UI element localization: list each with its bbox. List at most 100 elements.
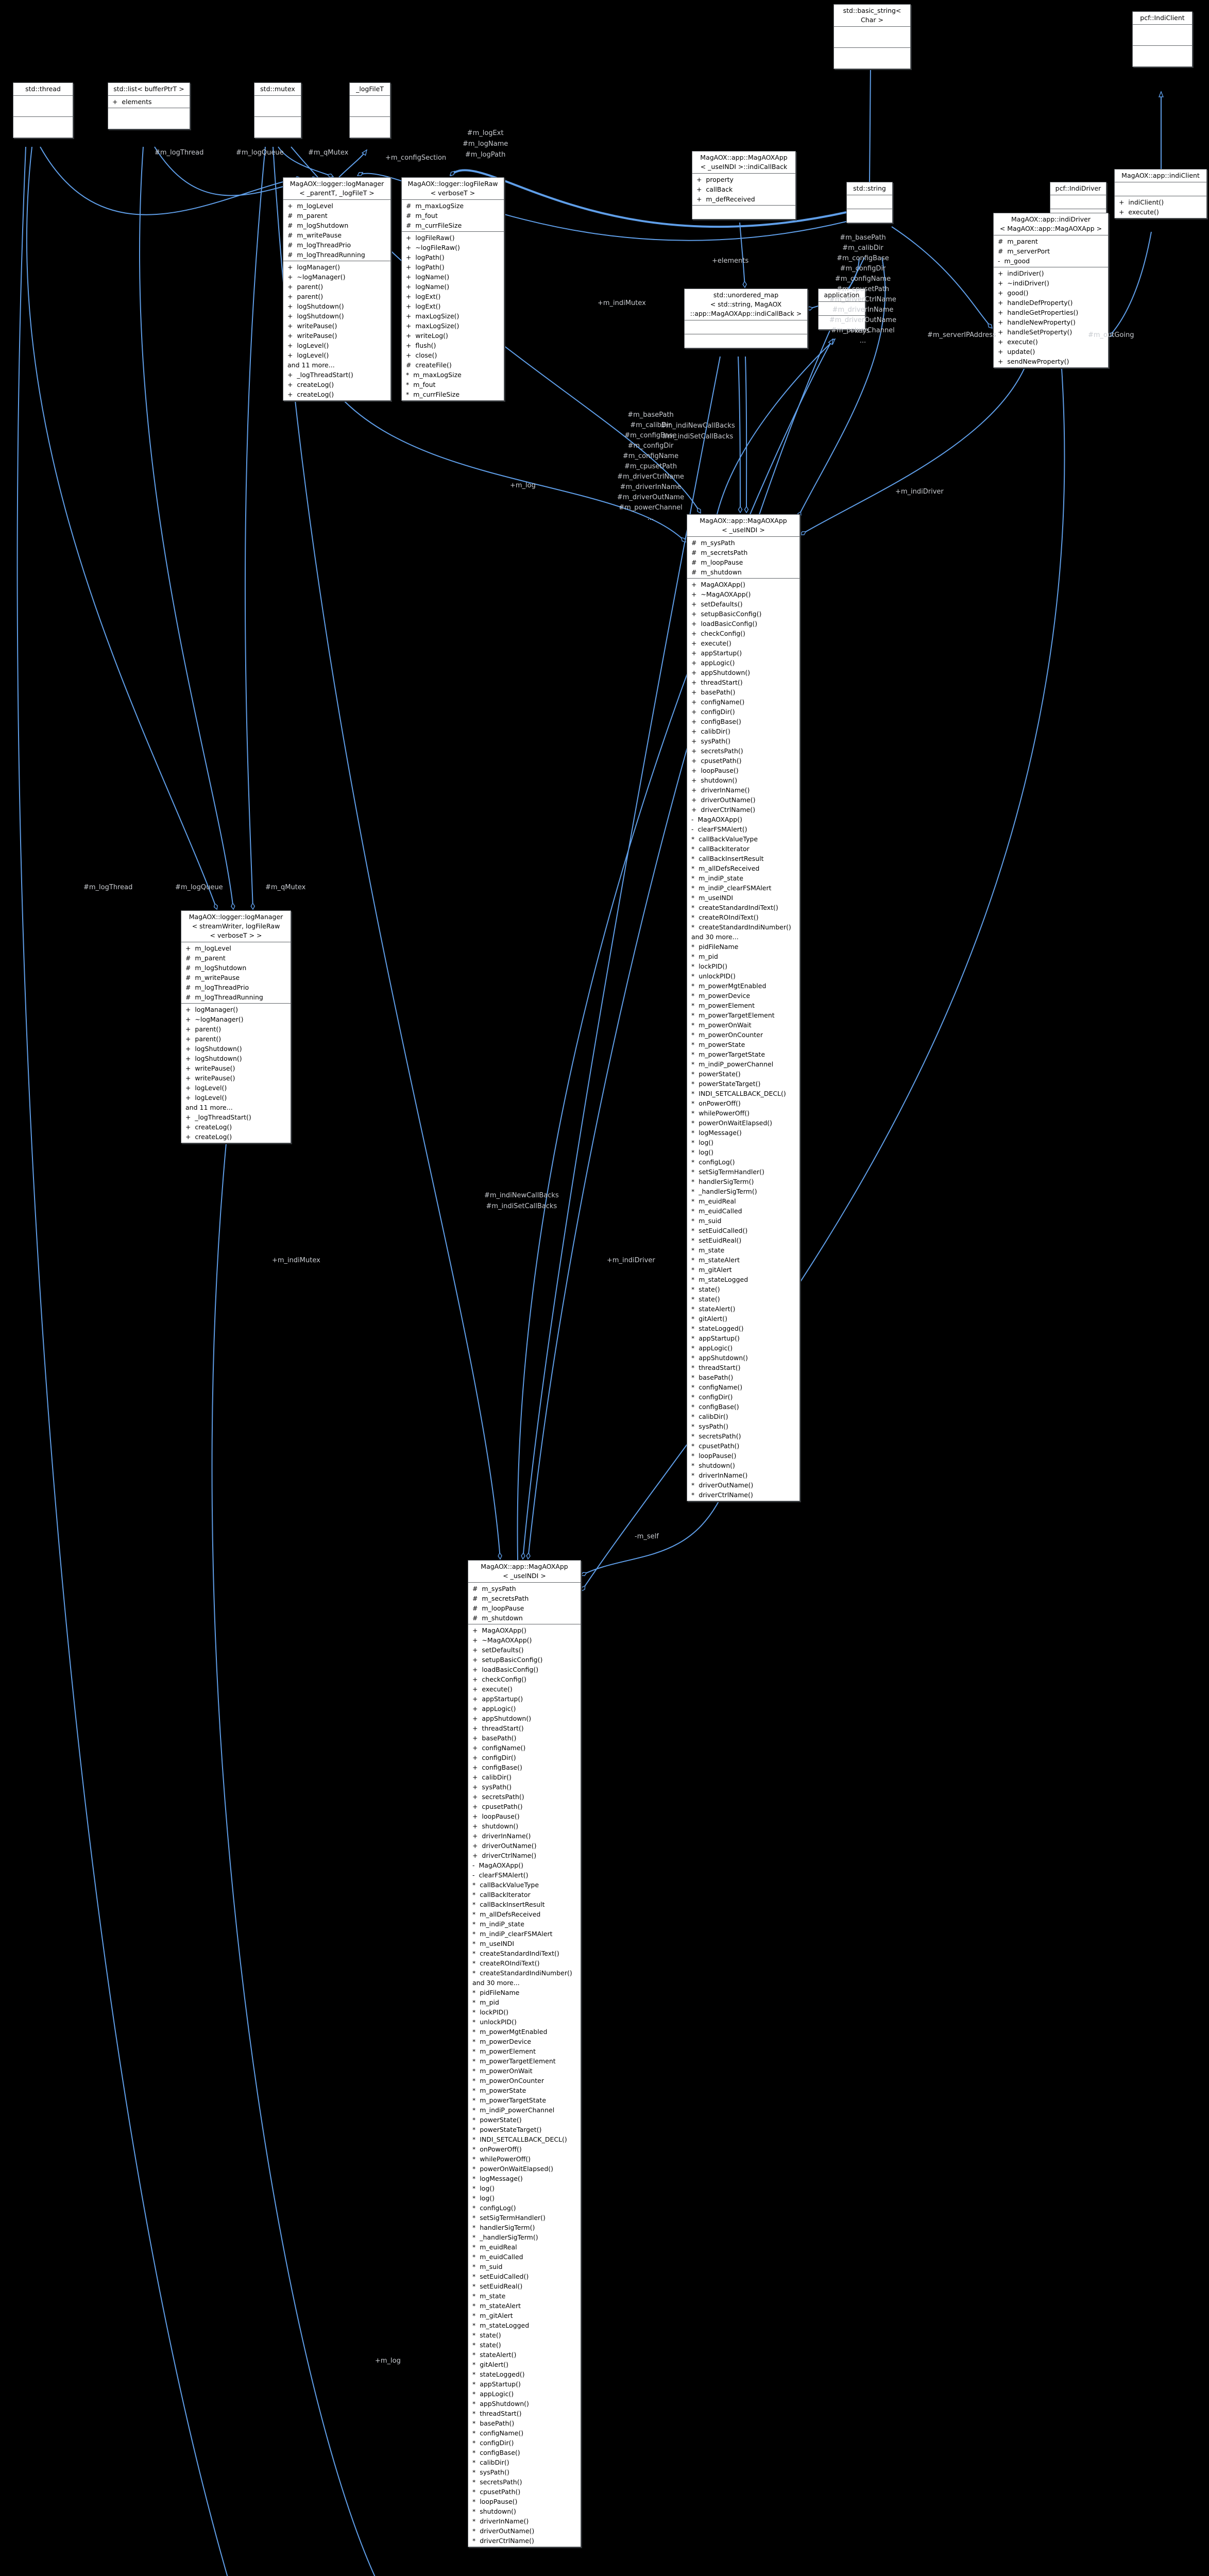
member-row: * callBackIterator — [691, 845, 750, 853]
edge-label-m-qmutex: #m_qMutex — [308, 149, 349, 157]
member-row: + loopPause() — [472, 1812, 520, 1820]
member-row: * appStartup() — [691, 1334, 740, 1342]
member-row: * m_allDefsReceived — [691, 865, 760, 872]
class-title: _logFileT — [356, 85, 384, 93]
edge-label-m-self: -m_self — [635, 1533, 659, 1540]
member-row: + execute() — [1119, 208, 1159, 216]
class-magaoxapp-base[interactable]: MagAOX::app::MagAOXApp < _useINDI > # m_… — [468, 1560, 581, 2547]
member-row: * cpusetPath() — [472, 2488, 521, 2496]
methods-section: + indiClient() + execute() — [1115, 196, 1206, 218]
member-row: * m_indiP_clearFSMAlert — [691, 884, 772, 892]
member-row: + sysPath() — [472, 1783, 512, 1791]
edge-label-m-log-2: +m_log — [375, 2357, 401, 2365]
member-row: * driverOutName() — [691, 1481, 754, 1489]
member-row: * appShutdown() — [691, 1354, 748, 1362]
member-row: + createLog() — [287, 381, 334, 388]
member-row: * m_powerElement — [691, 1002, 755, 1009]
member-row: * powerOnWaitElapsed() — [472, 2165, 554, 2173]
member-row: * appStartup() — [472, 2380, 521, 2388]
member-row: * configName() — [691, 1383, 743, 1391]
member-row: * configName() — [472, 2429, 524, 2437]
member-row: * m_stateAlert — [691, 1256, 740, 1264]
class-std-string[interactable]: std::string — [846, 182, 893, 223]
class-logfilet[interactable]: _logFileT — [349, 82, 390, 138]
attrs-section — [847, 195, 892, 209]
class-std-basic-string[interactable]: std::basic_string< Char > — [833, 4, 911, 69]
member-row: * configLog() — [691, 1158, 735, 1166]
member-row: + logShutdown() — [185, 1055, 242, 1062]
member-row: - m_good — [998, 257, 1030, 265]
member-row: * lockPID() — [472, 2008, 509, 2016]
class-std-mutex[interactable]: std::mutex — [254, 82, 301, 138]
member-row: * m_powerOnWait — [691, 1021, 752, 1029]
member-row: + indiClient() — [1119, 198, 1164, 206]
member-row: + appShutdown() — [691, 669, 751, 676]
member-row: + logManager() — [185, 1006, 239, 1013]
member-row: - clearFSMAlert() — [691, 825, 747, 833]
class-title: MagAOX::app::indiClient — [1121, 172, 1200, 179]
member-row: + close() — [406, 351, 437, 359]
member-row: # m_sysPath — [472, 1585, 516, 1592]
member-row: * setEuidReal() — [472, 2282, 523, 2290]
class-pcf-indiclient[interactable]: pcf::IndiClient — [1132, 11, 1193, 67]
member-row: + loadBasicConfig() — [691, 620, 758, 628]
member-row: * m_powerState — [472, 2087, 526, 2094]
member-row: + logShutdown() — [287, 302, 344, 310]
class-indidriver[interactable]: MagAOX::app::indiDriver < MagAOX::app::M… — [993, 213, 1109, 368]
member-row: + appLogic() — [472, 1705, 516, 1713]
member-row: * configDir() — [691, 1393, 733, 1401]
member-row: - MagAOXApp() — [472, 1861, 523, 1869]
member-row: + checkConfig() — [691, 630, 745, 637]
class-app-indiclient[interactable]: MagAOX::app::indiClient + indiClient()+ … — [1114, 169, 1207, 218]
member-row: + ~MagAOXApp() — [472, 1636, 532, 1644]
member-row: * secretsPath() — [472, 2478, 522, 2486]
member-row: * whilePowerOff() — [691, 1109, 750, 1117]
class-title: pcf::IndiDriver — [1055, 184, 1101, 192]
methods-section: + MagAOXApp()+ ~MagAOXApp()+ setDefaults… — [468, 1624, 581, 2547]
member-row: - MagAOXApp() — [691, 816, 742, 823]
methods-section — [1133, 45, 1192, 66]
member-row: + shutdown() — [472, 1822, 519, 1830]
member-row: + driverCtrlName() — [472, 1852, 537, 1859]
class-logmanager-instance[interactable]: MagAOX::logger::logManager < streamWrite… — [181, 910, 291, 1143]
member-row: + writePause() — [287, 322, 337, 330]
member-row: * m_euidReal — [472, 2243, 517, 2251]
member-row: + appStartup() — [691, 649, 742, 657]
methods-section — [254, 116, 301, 138]
edge-label-m-logthread: #m_logThread — [155, 149, 204, 157]
class-indicallback[interactable]: MagAOX::app::MagAOXApp < _useINDI >::ind… — [692, 151, 796, 219]
member-row: * m_pid — [691, 953, 718, 960]
attrs-section — [685, 320, 807, 334]
attrs-section: + elements — [108, 95, 190, 108]
member-row: * cpusetPath() — [691, 1442, 740, 1450]
methods-section: + indiDriver()+ ~indiDriver()+ good()+ h… — [994, 267, 1108, 367]
member-row: + writePause() — [287, 332, 337, 340]
member-row: + MagAOXApp() — [472, 1626, 526, 1634]
class-std-thread[interactable]: std::thread — [13, 82, 73, 138]
member-row: * basePath() — [691, 1374, 734, 1381]
member-row: * powerStateTarget() — [472, 2126, 542, 2133]
member-row: + flush() — [406, 342, 436, 349]
class-logfileraw[interactable]: MagAOX::logger::logFileRaw < verboseT > … — [401, 177, 504, 401]
member-row: * log() — [691, 1148, 714, 1156]
member-row: + calibDir() — [691, 727, 730, 735]
class-unordered-map[interactable]: std::unordered_map < std::string, MagAOX… — [684, 289, 808, 348]
class-std-list-bufferptrt[interactable]: std::list< bufferPtrT > + elements — [108, 82, 190, 129]
attrs-section: # m_sysPath# m_secretsPath# m_loopPause#… — [468, 1582, 581, 1624]
member-row: * m_indiP_powerChannel — [691, 1060, 774, 1068]
member-row: + setupBasicConfig() — [691, 610, 762, 618]
edge-label-m-outgoing: #m_outGoing — [1088, 331, 1134, 339]
member-row: and 11 more... — [185, 1104, 233, 1111]
class-logmanager-template[interactable]: MagAOX::logger::logManager < _parentT, _… — [283, 177, 391, 401]
member-row: * m_useINDI — [472, 1940, 515, 1947]
member-row: # m_serverPort — [998, 247, 1050, 255]
class-magaoxapp-template[interactable]: MagAOX::app::MagAOXApp < _useINDI > # m_… — [687, 514, 800, 1501]
member-row: * gitAlert() — [472, 2361, 509, 2368]
member-row: # m_parent — [998, 238, 1038, 245]
member-row: # m_logShutdown — [287, 222, 349, 229]
class-title: MagAOX::app::MagAOXApp < _useINDI > — [481, 1563, 568, 1580]
member-row: # m_writePause — [287, 231, 342, 239]
class-title: MagAOX::logger::logManager < streamWrite… — [189, 913, 283, 939]
methods-section: + logManager()+ ~logManager()+ parent()+… — [181, 1003, 291, 1143]
class-application[interactable]: application — [818, 289, 865, 330]
